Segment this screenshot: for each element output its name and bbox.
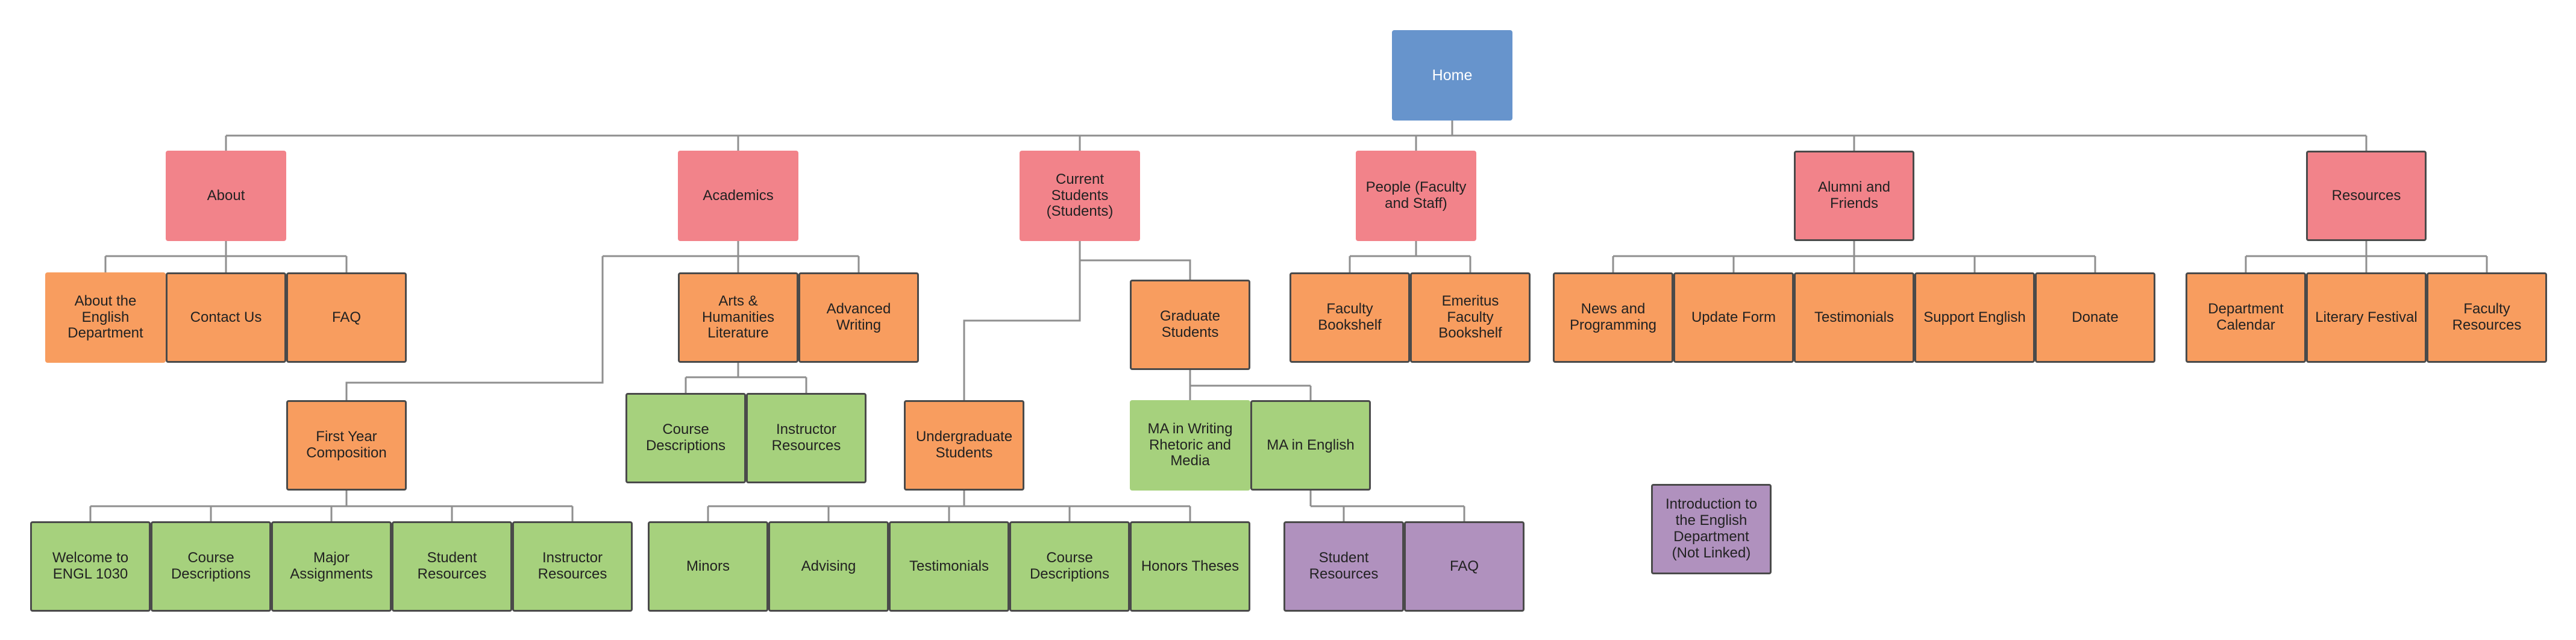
node-first-year: First Year Composition xyxy=(286,400,407,491)
node-about: About xyxy=(166,151,286,241)
node-intro-dept: Introduction to the English Department (… xyxy=(1651,484,1772,574)
node-advising: Advising xyxy=(768,521,889,612)
connector-current-grad xyxy=(1080,259,1191,280)
node-graduate: Graduate Students xyxy=(1130,280,1250,370)
node-welcome-engl: Welcome to ENGL 1030 xyxy=(30,521,151,612)
node-advanced-writing: Advanced Writing xyxy=(798,272,919,363)
node-news: News and Programming xyxy=(1553,272,1673,363)
node-course-desc-arts: Course Descriptions xyxy=(625,393,746,483)
node-about-dept: About the English Department xyxy=(45,272,166,363)
node-literary-festival: Literary Festival xyxy=(2306,272,2427,363)
node-faculty-bookshelf: Faculty Bookshelf xyxy=(1290,272,1410,363)
node-student-res-fy: Student Resources xyxy=(392,521,512,612)
node-major-assignments: Major Assignments xyxy=(271,521,392,612)
node-instructor-res-fy: Instructor Resources xyxy=(512,521,633,612)
connector-academics-firstyear xyxy=(345,256,604,400)
node-undergraduate: Undergraduate Students xyxy=(904,400,1024,491)
node-course-desc-fy: Course Descriptions xyxy=(151,521,271,612)
node-donate: Donate xyxy=(2035,272,2155,363)
node-academics: Academics xyxy=(678,151,798,241)
node-update-form: Update Form xyxy=(1673,272,1794,363)
node-testimonials-alumni: Testimonials xyxy=(1794,272,1914,363)
node-minors: Minors xyxy=(648,521,768,612)
connector-current-ug xyxy=(963,260,1081,400)
node-contact: Contact Us xyxy=(166,272,286,363)
node-arts-humanities: Arts & Humanities Literature xyxy=(678,272,798,363)
node-honors: Honors Theses xyxy=(1130,521,1250,612)
node-faq-about: FAQ xyxy=(286,272,407,363)
node-ma-writing: MA in Writing Rhetoric and Media xyxy=(1130,400,1250,491)
node-testimonials-ug: Testimonials xyxy=(889,521,1009,612)
node-emeritus-bookshelf: Emeritus Faculty Bookshelf xyxy=(1410,272,1531,363)
node-course-desc-ug: Course Descriptions xyxy=(1009,521,1130,612)
node-dept-calendar: Department Calendar xyxy=(2186,272,2306,363)
node-alumni: Alumni and Friends xyxy=(1794,151,1914,241)
node-home: Home xyxy=(1392,30,1512,121)
node-resources: Resources xyxy=(2306,151,2427,241)
node-current-students: Current Students (Students) xyxy=(1020,151,1140,241)
node-faq-ma: FAQ xyxy=(1404,521,1525,612)
node-people: People (Faculty and Staff) xyxy=(1356,151,1476,241)
node-instructor-res-arts: Instructor Resources xyxy=(746,393,867,483)
node-ma-english: MA in English xyxy=(1250,400,1371,491)
node-student-res-ma: Student Resources xyxy=(1283,521,1404,612)
node-faculty-resources: Faculty Resources xyxy=(2427,272,2547,363)
node-support-english: Support English xyxy=(1914,272,2035,363)
